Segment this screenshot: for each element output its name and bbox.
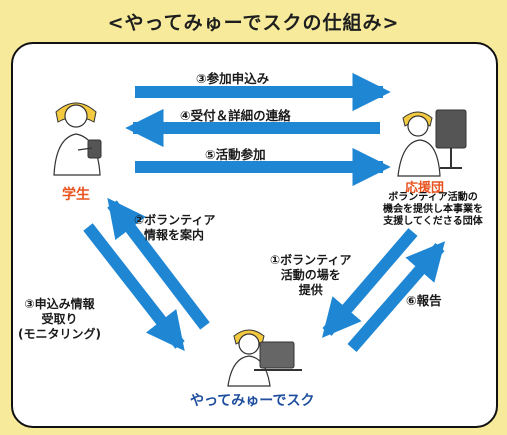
supporter-description: ボランティア活動の 機会を提供し本事業を 支援してくださる団体 [383,192,483,227]
arrow-volunteer-info [107,197,210,330]
arrow-receive-application [83,223,185,352]
supporter-illustration-icon [397,109,467,177]
student-illustration-icon [53,102,102,176]
label-participation: ⑤活動参加 [205,147,266,162]
label-reception: ④受付＆詳細の連絡 [180,108,291,123]
organization-illustration-icon [227,329,302,387]
label-apply: ③参加申込み [196,71,270,86]
arrow-provide-place [321,228,418,338]
actor-organization: やってみゅーでスク [190,393,315,409]
label-volunteer-info: ②ボランティア 情報を案内 [134,213,216,242]
diagram-title: <やってみゅーでスクの仕組み> [107,12,400,34]
actor-supporter: 応援団 [405,181,445,196]
arrow-report [347,241,446,352]
actor-student: 学生 [62,187,90,203]
label-report: ⑥報告 [406,293,442,308]
label-receive-application: ③申込み情報 受取り (モニタリング) [18,297,101,341]
label-provide-place: ①ボランティア 活動の場を 提供 [270,253,352,297]
